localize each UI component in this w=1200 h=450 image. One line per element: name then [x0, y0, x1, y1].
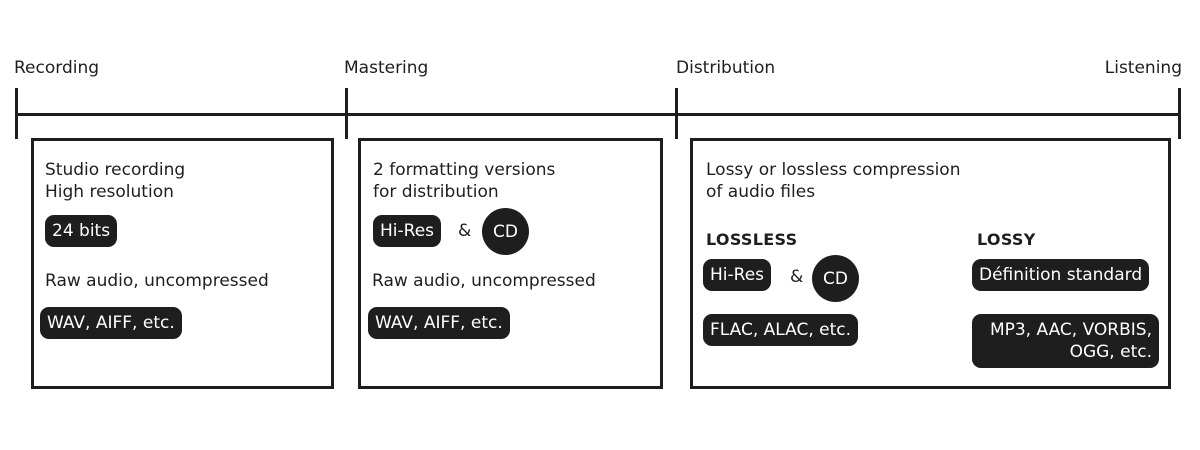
- recording-audio-desc: Raw audio, uncompressed: [45, 271, 269, 291]
- timeline-tick-listening: [1178, 88, 1181, 139]
- lossy-quality-badge: Définition standard: [972, 259, 1150, 291]
- lossless-ampersand: &: [790, 267, 804, 287]
- lossy-heading: LOSSY: [977, 230, 1036, 249]
- timeline-line: [16, 113, 1180, 116]
- stage-label-mastering: Mastering: [344, 58, 429, 78]
- recording-formats-badge: WAV, AIFF, etc.: [40, 307, 182, 339]
- recording-title-line2: High resolution: [45, 182, 174, 202]
- lossless-hires-badge: Hi-Res: [703, 259, 772, 291]
- distribution-title-line2: of audio files: [706, 182, 816, 202]
- lossless-heading: LOSSLESS: [706, 230, 798, 249]
- bit-depth-badge: 24 bits: [45, 215, 118, 247]
- timeline-tick-mastering: [345, 88, 348, 139]
- mastering-audio-desc: Raw audio, uncompressed: [372, 271, 596, 291]
- timeline-tick-distribution: [675, 88, 678, 139]
- mastering-cd-badge: CD: [482, 208, 529, 255]
- lossy-formats-badge: MP3, AAC, VORBIS, OGG, etc.: [972, 314, 1159, 368]
- lossy-formats-line1: MP3, AAC, VORBIS,: [989, 320, 1152, 340]
- mastering-formats-badge: WAV, AIFF, etc.: [368, 307, 510, 339]
- lossless-formats-badge: FLAC, ALAC, etc.: [703, 314, 859, 346]
- recording-title: Studio recording High resolution: [45, 159, 185, 203]
- recording-box: Studio recording High resolution 24 bits…: [31, 138, 334, 389]
- lossless-cd-badge: CD: [812, 255, 859, 302]
- lossy-formats-line2: OGG, etc.: [1069, 342, 1152, 362]
- mastering-title-line2: for distribution: [373, 182, 499, 202]
- mastering-box: 2 formatting versions for distribution H…: [358, 138, 663, 389]
- distribution-title: Lossy or lossless compression of audio f…: [706, 159, 960, 203]
- mastering-ampersand: &: [458, 221, 472, 241]
- stage-label-recording: Recording: [14, 58, 100, 78]
- distribution-title-line1: Lossy or lossless compression: [706, 160, 961, 180]
- timeline-tick-recording: [15, 88, 18, 139]
- mastering-title: 2 formatting versions for distribution: [373, 159, 555, 203]
- mastering-hires-badge: Hi-Res: [373, 215, 442, 247]
- distribution-box: Lossy or lossless compression of audio f…: [690, 138, 1171, 389]
- recording-title-line1: Studio recording: [45, 160, 186, 180]
- stage-label-listening: Listening: [1104, 58, 1182, 78]
- stage-label-distribution: Distribution: [676, 58, 776, 78]
- mastering-title-line1: 2 formatting versions: [373, 160, 556, 180]
